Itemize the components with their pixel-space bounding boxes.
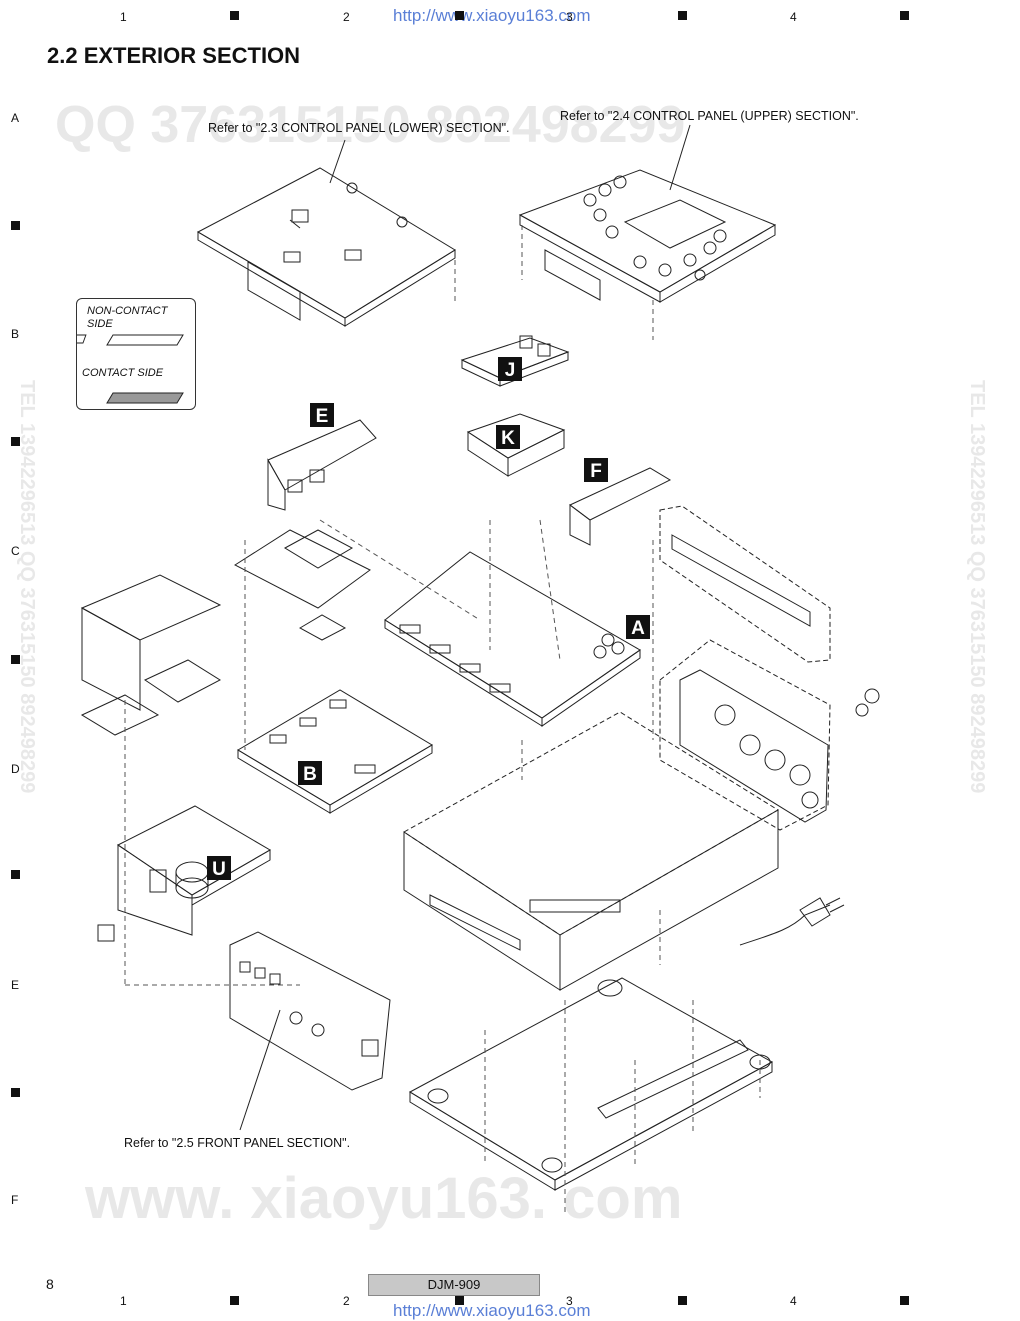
rear-plate-37 (679, 669, 829, 823)
grid-marker (455, 1296, 464, 1305)
grid-marker (11, 437, 20, 446)
plate-20 (80, 574, 222, 641)
ref-upper-control-panel: Refer to "2.4 CONTROL PANEL (UPPER) SECT… (560, 109, 859, 123)
front-panel (229, 931, 391, 1091)
watermark-tel-left: TEL 13942296513 QQ 376315150 892498299 (16, 380, 38, 794)
grid-col-3: 3 (566, 10, 573, 24)
board-label-k-text: K (501, 428, 515, 449)
lower-control-panel-plate (196, 167, 456, 319)
grid-marker (11, 221, 20, 230)
board-label-j-text: J (505, 360, 516, 381)
board-label-e-text: E (316, 406, 329, 427)
rear-panel-35 (659, 505, 831, 663)
board-label-a-text: A (631, 618, 645, 639)
grid-marker (678, 1296, 687, 1305)
grid-col-1: 1 (120, 10, 127, 24)
grid-marker (900, 1296, 909, 1305)
grid-col-1-bottom: 1 (120, 1294, 127, 1308)
board-label-b (298, 761, 322, 785)
watermark-tel-right: TEL 13942296513 QQ 376315150 892498299 (966, 380, 988, 794)
board-e-plate (267, 419, 377, 491)
grid-row-d: D (11, 762, 20, 776)
grid-marker (900, 11, 909, 20)
board-label-b-text: B (303, 764, 317, 785)
rear-plate-37-outline (659, 639, 831, 831)
board-label-j (498, 357, 522, 381)
shield-plate-18 (233, 529, 371, 609)
legend-graphics (77, 334, 184, 404)
grid-marker (230, 1296, 239, 1305)
chassis-34 (403, 711, 779, 936)
grid-col-4: 4 (790, 10, 797, 24)
board-label-e (310, 403, 334, 427)
grid-row-c: C (11, 544, 20, 558)
board-label-a (626, 615, 650, 639)
legend-contact: CONTACT SIDE (82, 367, 164, 379)
grid-row-b: B (11, 327, 20, 341)
legend-non-contact: NON-CONTACT SIDE (87, 305, 168, 330)
legend-box: NON-CONTACT SIDE CONTACT SIDE (76, 298, 196, 410)
bottom-plate-32 (408, 977, 774, 1181)
grid-marker (678, 11, 687, 20)
watermark-site: www. xiaoyu163. com (85, 1166, 683, 1231)
grid-row-f: F (11, 1193, 19, 1207)
grid-row-e: E (11, 978, 20, 992)
grid-marker (11, 655, 20, 664)
grid-row-a: A (11, 111, 20, 125)
board-label-f (584, 458, 608, 482)
grid-marker (230, 11, 239, 20)
board-label-u-text: U (212, 859, 226, 880)
footer-url[interactable]: http://www.xiaoyu163.com (393, 1301, 591, 1320)
model-label: DJM-909 (368, 1274, 540, 1296)
grid-col-2: 2 (343, 10, 350, 24)
grid-marker (455, 11, 464, 20)
upper-control-panel-plate (518, 169, 777, 293)
board-badges: E J K F A B U (207, 357, 650, 880)
board-label-k (496, 425, 520, 449)
grid-col-3-bottom: 3 (566, 1294, 573, 1308)
grid-marker (11, 1088, 20, 1097)
board-b-plate (237, 689, 433, 806)
grid-marker (11, 870, 20, 879)
board-label-u (207, 856, 231, 880)
ref-lower-control-panel: Refer to "2.3 CONTROL PANEL (LOWER) SECT… (208, 121, 510, 135)
grid-col-2-bottom: 2 (343, 1294, 350, 1308)
watermark-qq: QQ 376315150 892498299 (55, 96, 686, 154)
board-a-plate (384, 551, 641, 719)
ref-front-panel: Refer to "2.5 FRONT PANEL SECTION". (124, 1136, 351, 1150)
page-number: 8 (46, 1276, 54, 1292)
page-title: 2.2 EXTERIOR SECTION (47, 43, 301, 68)
board-label-f-text: F (590, 461, 602, 482)
grid-col-4-bottom: 4 (790, 1294, 797, 1308)
header-url[interactable]: http://www.xiaoyu163.com (393, 6, 591, 25)
